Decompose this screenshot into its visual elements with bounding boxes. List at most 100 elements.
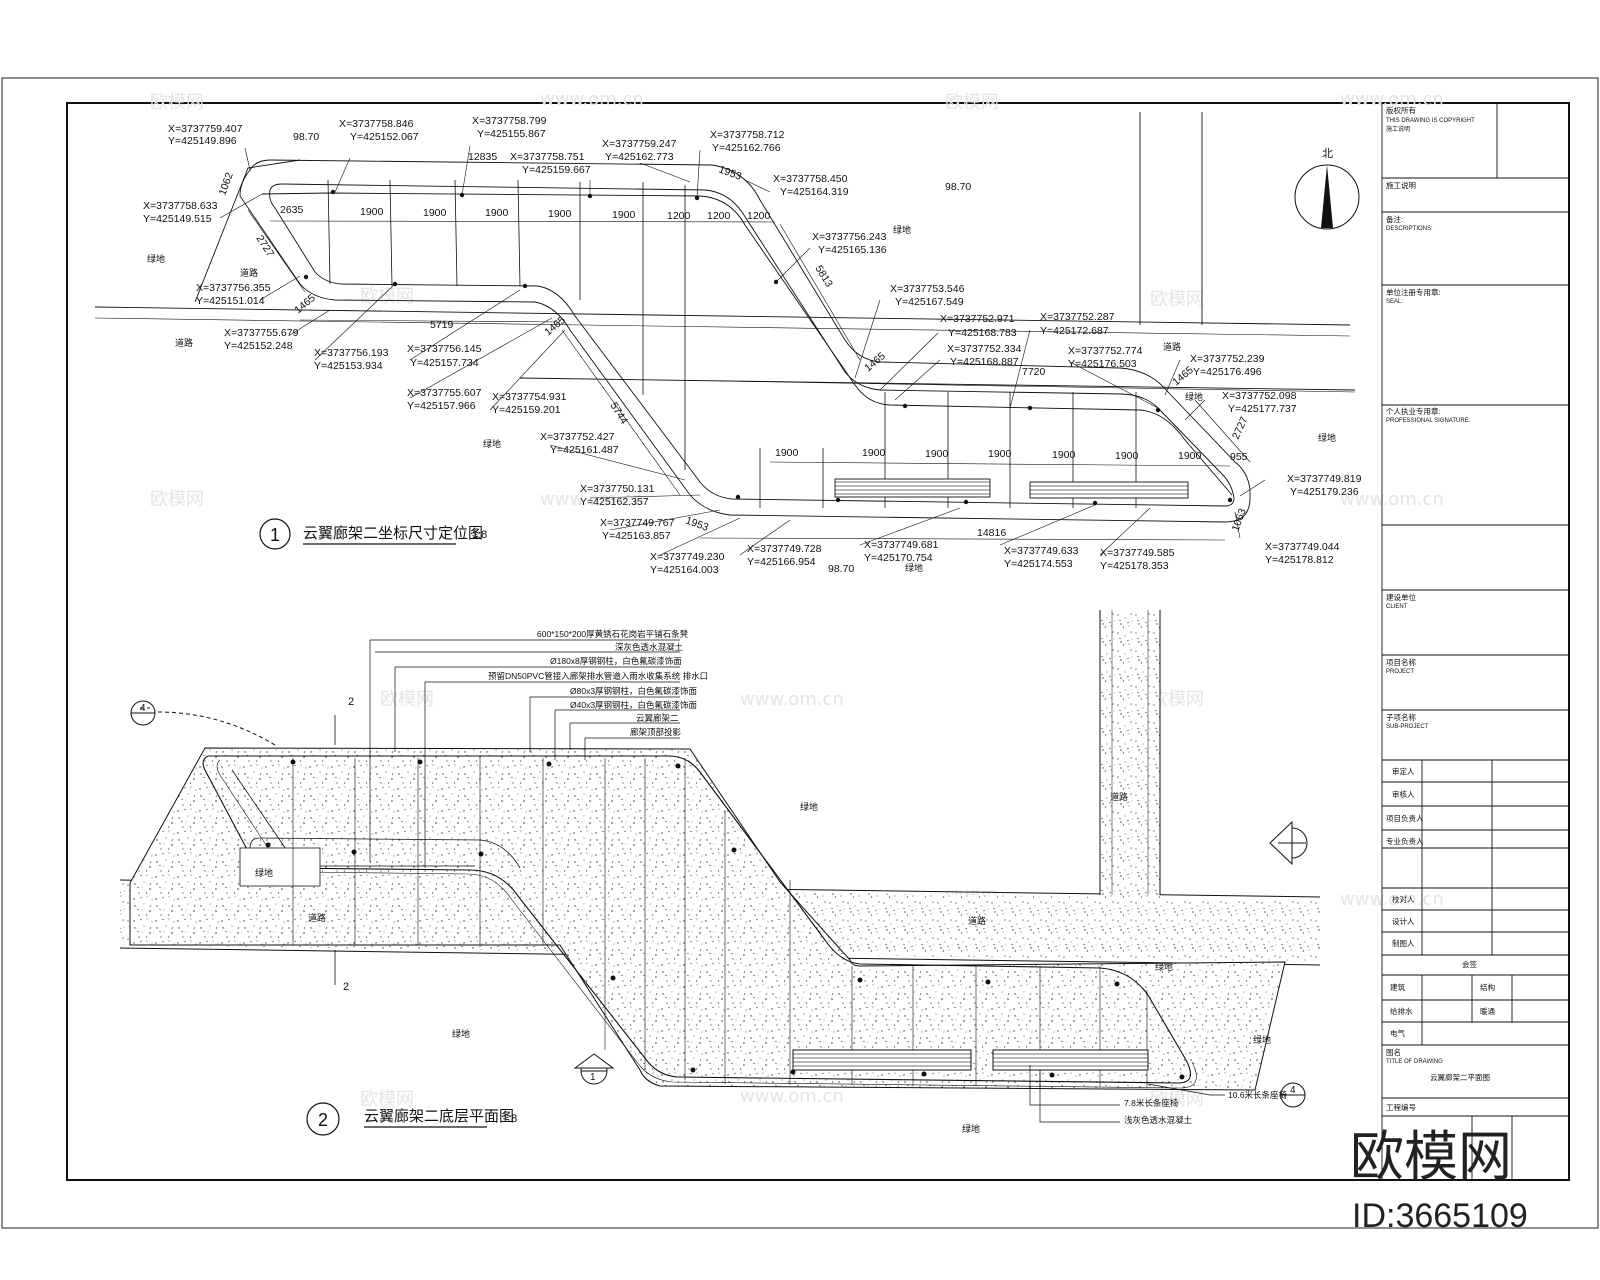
svg-text:X=3737759.247: X=3737759.247: [602, 138, 677, 150]
svg-text:北: 北: [1322, 147, 1333, 160]
inner-frame: [66, 102, 1570, 1181]
svg-text:1900: 1900: [925, 448, 949, 460]
svg-text:Y=425164.003: Y=425164.003: [650, 564, 719, 576]
svg-text:1900: 1900: [548, 208, 572, 220]
svg-text:工程编号: 工程编号: [1386, 1102, 1416, 1112]
svg-text:X=3737749.767: X=3737749.767: [600, 517, 675, 529]
svg-text:1900: 1900: [612, 209, 636, 221]
svg-text:1200: 1200: [747, 210, 771, 222]
svg-text:Y=425159.667: Y=425159.667: [522, 164, 591, 176]
svg-text:600*150*200厚黄锈石花岗岩平铺石条凳: 600*150*200厚黄锈石花岗岩平铺石条凳: [537, 629, 689, 639]
svg-text:1900: 1900: [1115, 450, 1139, 462]
svg-text:www.om.cn: www.om.cn: [1340, 89, 1444, 110]
svg-text:Y=425178.812: Y=425178.812: [1265, 554, 1334, 566]
svg-text:电气: 电气: [1390, 1028, 1406, 1038]
svg-text:10.6米长条座椅: 10.6米长条座椅: [1228, 1090, 1288, 1100]
svg-text:Y=425170.754: Y=425170.754: [864, 552, 933, 564]
svg-text:建设单位: 建设单位: [1386, 592, 1416, 602]
svg-text:Y=425176.503: Y=425176.503: [1068, 358, 1137, 370]
svg-text:DESCRIPTIONS:: DESCRIPTIONS:: [1386, 226, 1433, 232]
svg-text:X=3737758.751: X=3737758.751: [510, 151, 585, 163]
plan-2-area-labels: 绿地 道路 绿地 道路 道路 绿地 绿地 绿地 绿地: [255, 791, 1271, 1134]
svg-text:X=3737752.239: X=3737752.239: [1190, 353, 1265, 365]
svg-text:道路: 道路: [240, 267, 258, 278]
svg-text:2635: 2635: [280, 204, 304, 216]
svg-text:X=3737749.819: X=3737749.819: [1287, 473, 1362, 485]
svg-text:5744: 5744: [607, 400, 630, 426]
plan-2-title-block: 2 云翼廊架二底层平面图 1:8: [306, 1102, 517, 1136]
svg-text:X=3737754.931: X=3737754.931: [492, 391, 567, 403]
svg-text:Y=425168.783: Y=425168.783: [948, 327, 1017, 339]
plan-2-callout-labels: 600*150*200厚黄锈石花岗岩平铺石条凳 深灰色透水混凝土 Ø180x8厚…: [488, 629, 708, 737]
svg-text:Y=425155.867: Y=425155.867: [477, 128, 546, 140]
title-block: [1381, 103, 1569, 1180]
svg-text:欧模网: 欧模网: [380, 689, 434, 710]
svg-text:X=3737756.243: X=3737756.243: [812, 231, 887, 243]
svg-text:绿地: 绿地: [1185, 391, 1203, 402]
svg-text:Y=425163.857: Y=425163.857: [602, 530, 671, 542]
svg-text:98.70: 98.70: [293, 131, 319, 143]
svg-text:Y=425152.067: Y=425152.067: [350, 131, 419, 143]
svg-text:Y=425153.934: Y=425153.934: [314, 360, 383, 372]
svg-text:图名: 图名: [1386, 1047, 1401, 1057]
svg-text:1953: 1953: [717, 164, 743, 183]
svg-text:绿地: 绿地: [255, 867, 273, 878]
svg-text:2727: 2727: [1230, 415, 1251, 441]
svg-text:Y=425172.687: Y=425172.687: [1040, 325, 1109, 337]
svg-text:绿地: 绿地: [1155, 961, 1173, 972]
svg-text:暖通: 暖通: [1480, 1006, 1496, 1016]
svg-text:955: 955: [1230, 451, 1248, 463]
svg-text:X=3737759.407: X=3737759.407: [168, 123, 243, 135]
plan-1-title-block: 1 云翼廊架二坐标尺寸定位图 1:8: [259, 518, 487, 550]
svg-text:专业负责人: 专业负责人: [1386, 836, 1424, 846]
svg-text:绿地: 绿地: [905, 562, 923, 573]
svg-text:X=3737752.287: X=3737752.287: [1040, 311, 1115, 323]
svg-text:道路: 道路: [175, 337, 193, 348]
svg-text:深灰色透水混凝土: 深灰色透水混凝土: [615, 642, 684, 652]
svg-text:结构: 结构: [1480, 982, 1496, 992]
svg-text:道路: 道路: [968, 915, 986, 926]
svg-text:欧模网: 欧模网: [360, 1089, 414, 1110]
svg-text:X=3737758.846: X=3737758.846: [339, 118, 414, 130]
svg-text:云翼廊架二底层平面图: 云翼廊架二底层平面图: [364, 1107, 514, 1125]
svg-text:1900: 1900: [775, 447, 799, 459]
plan-2-ground-plan: 2 2 4 1 4: [119, 610, 1321, 1125]
svg-text:Y=425166.954: Y=425166.954: [747, 556, 816, 568]
brand-watermark: 欧模网 ID:3665109: [1350, 1125, 1528, 1235]
svg-text:1200: 1200: [667, 210, 691, 222]
north-arrow: 北: [1294, 147, 1360, 230]
svg-text:www.om.cn: www.om.cn: [540, 89, 644, 110]
svg-text:98.70: 98.70: [828, 563, 854, 575]
svg-text:1: 1: [270, 525, 280, 545]
svg-text:X=3737752.098: X=3737752.098: [1222, 390, 1297, 402]
svg-text:Y=425149.896: Y=425149.896: [168, 135, 237, 147]
svg-text:欧模网: 欧模网: [150, 489, 204, 510]
svg-text:2727: 2727: [253, 233, 276, 259]
section-cut-2: [140, 707, 336, 985]
svg-text:道路: 道路: [1163, 341, 1181, 352]
svg-text:道路: 道路: [308, 912, 326, 923]
svg-text:X=3737756.193: X=3737756.193: [314, 347, 389, 359]
svg-text:Y=425174.553: Y=425174.553: [1004, 558, 1073, 570]
svg-text:X=3737755.607: X=3737755.607: [407, 387, 482, 399]
svg-text:Y=425162.766: Y=425162.766: [712, 142, 781, 154]
svg-text:Ø40x3厚钢钢柱，白色氟碳漆饰面: Ø40x3厚钢钢柱，白色氟碳漆饰面: [570, 700, 698, 710]
svg-text:备注:: 备注:: [1386, 214, 1403, 224]
plan-1-coordinate-plan: [94, 112, 1356, 556]
svg-text:Y=425164.319: Y=425164.319: [780, 186, 849, 198]
svg-text:TITLE OF DRAWING: TITLE OF DRAWING: [1386, 1059, 1443, 1065]
svg-text:Y=425179.236: Y=425179.236: [1290, 486, 1359, 498]
svg-text:www.om.cn: www.om.cn: [740, 689, 844, 710]
svg-text:X=3737758.799: X=3737758.799: [472, 115, 547, 127]
svg-text:欧模网: 欧模网: [1150, 689, 1204, 710]
svg-text:Y=425177.737: Y=425177.737: [1228, 403, 1297, 415]
svg-text:2: 2: [343, 981, 349, 993]
svg-text:Y=425161.487: Y=425161.487: [550, 444, 619, 456]
svg-text:X=3737749.230: X=3737749.230: [650, 551, 725, 563]
svg-text:1:8: 1:8: [502, 1113, 517, 1125]
svg-text:绿地: 绿地: [1253, 1034, 1271, 1045]
svg-text:X=3737749.585: X=3737749.585: [1100, 547, 1175, 559]
svg-text:云翼廊架二: 云翼廊架二: [636, 713, 679, 723]
svg-text:Ø180x8厚钢钢柱，白色氟碳漆饰面: Ø180x8厚钢钢柱，白色氟碳漆饰面: [550, 656, 682, 666]
